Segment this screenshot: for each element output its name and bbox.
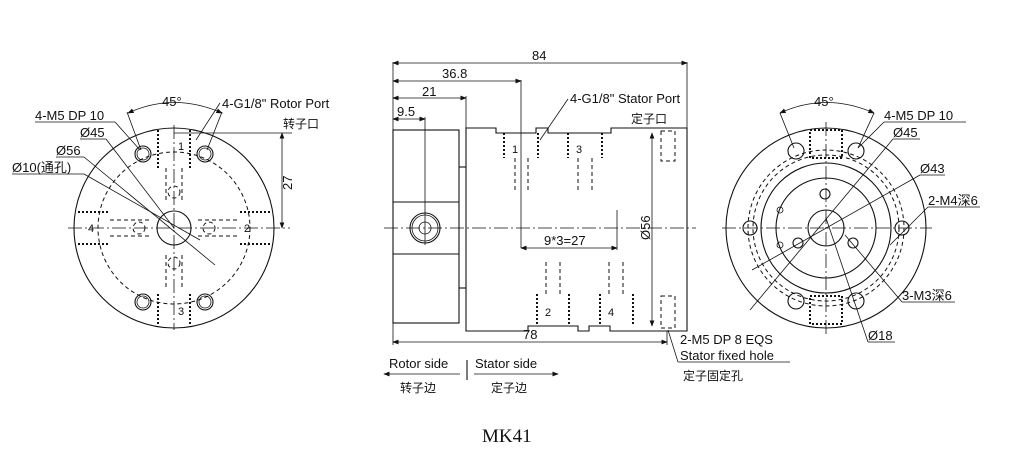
stator-port-cn: 定子口: [631, 111, 667, 126]
dim-21: 21: [422, 84, 436, 99]
d45-label: Ø45: [80, 125, 105, 140]
mount-holes: [134, 145, 214, 311]
rotor-side-label: Rotor side: [389, 356, 448, 371]
port-number-4: 4: [88, 223, 94, 235]
m3-label: 3-M3深6: [902, 288, 952, 303]
port-channels: [78, 130, 270, 326]
dim-36-8: 36.8: [442, 66, 467, 81]
side-port-1: 1: [512, 144, 518, 156]
rotor-end-view: 1 2 3 4 45° 4-G1/8" Rotor Port 转子口 4-M5 …: [12, 94, 330, 330]
port-number-1: 1: [178, 141, 184, 153]
stator-port-label: 4-G1/8" Stator Port: [570, 91, 680, 106]
angle-arc: [127, 102, 223, 114]
stator-body: [465, 127, 688, 332]
stator-side-label: Stator side: [475, 356, 537, 371]
port-number-2: 2: [244, 223, 250, 235]
pitch-dim: 9*3=27: [544, 233, 586, 248]
rotor-side-cn: 转子边: [400, 380, 436, 395]
right-angle-label: 45°: [814, 94, 834, 109]
stator-mount-holes: [742, 142, 910, 310]
right-mount-holes-label: 4-M5 DP 10: [884, 108, 953, 123]
stator-end-view: 45° 4-M5 DP 10 Ø45 Ø43 2-M4深6 3-M3深6 Ø18: [722, 94, 980, 343]
rotor-port-label: 4-G1/8" Rotor Port: [222, 96, 330, 111]
mount-holes-label: 4-M5 DP 10: [35, 108, 104, 123]
dim-78: 78: [523, 327, 537, 342]
through-hole-label: Ø10(通孔): [12, 160, 71, 175]
d56-label: Ø56: [56, 143, 81, 158]
dim-27: 27: [280, 176, 295, 190]
right-d45-label: Ø45: [893, 125, 918, 140]
fixed-hole-label: Stator fixed hole: [680, 348, 774, 363]
rotor-block: [392, 129, 460, 324]
side-d56: Ø56: [638, 215, 653, 240]
m4-label: 2-M4深6: [928, 193, 978, 208]
side-port-2: 2: [545, 307, 551, 319]
side-port-4: 4: [608, 307, 614, 319]
dim-84: 84: [532, 48, 546, 63]
stator-side-cn: 定子边: [491, 380, 527, 395]
d18-label: Ø18: [868, 328, 893, 343]
fixed-hole-spec: 2-M5 DP 8 EQS: [680, 332, 773, 347]
model-title: MK41: [482, 426, 532, 447]
rotor-port-cn: 转子口: [283, 116, 319, 131]
side-view: 1 3 2 4 84 36.8 21 9.5 4-G1/8" Stator Po…: [383, 48, 790, 447]
angle-label: 45°: [162, 94, 182, 109]
side-port-3: 3: [576, 144, 582, 156]
port-number-3: 3: [178, 306, 184, 318]
fixed-hole-cn: 定子固定孔: [683, 368, 743, 383]
dim-9-5: 9.5: [397, 104, 415, 119]
d43-label: Ø43: [920, 161, 945, 176]
